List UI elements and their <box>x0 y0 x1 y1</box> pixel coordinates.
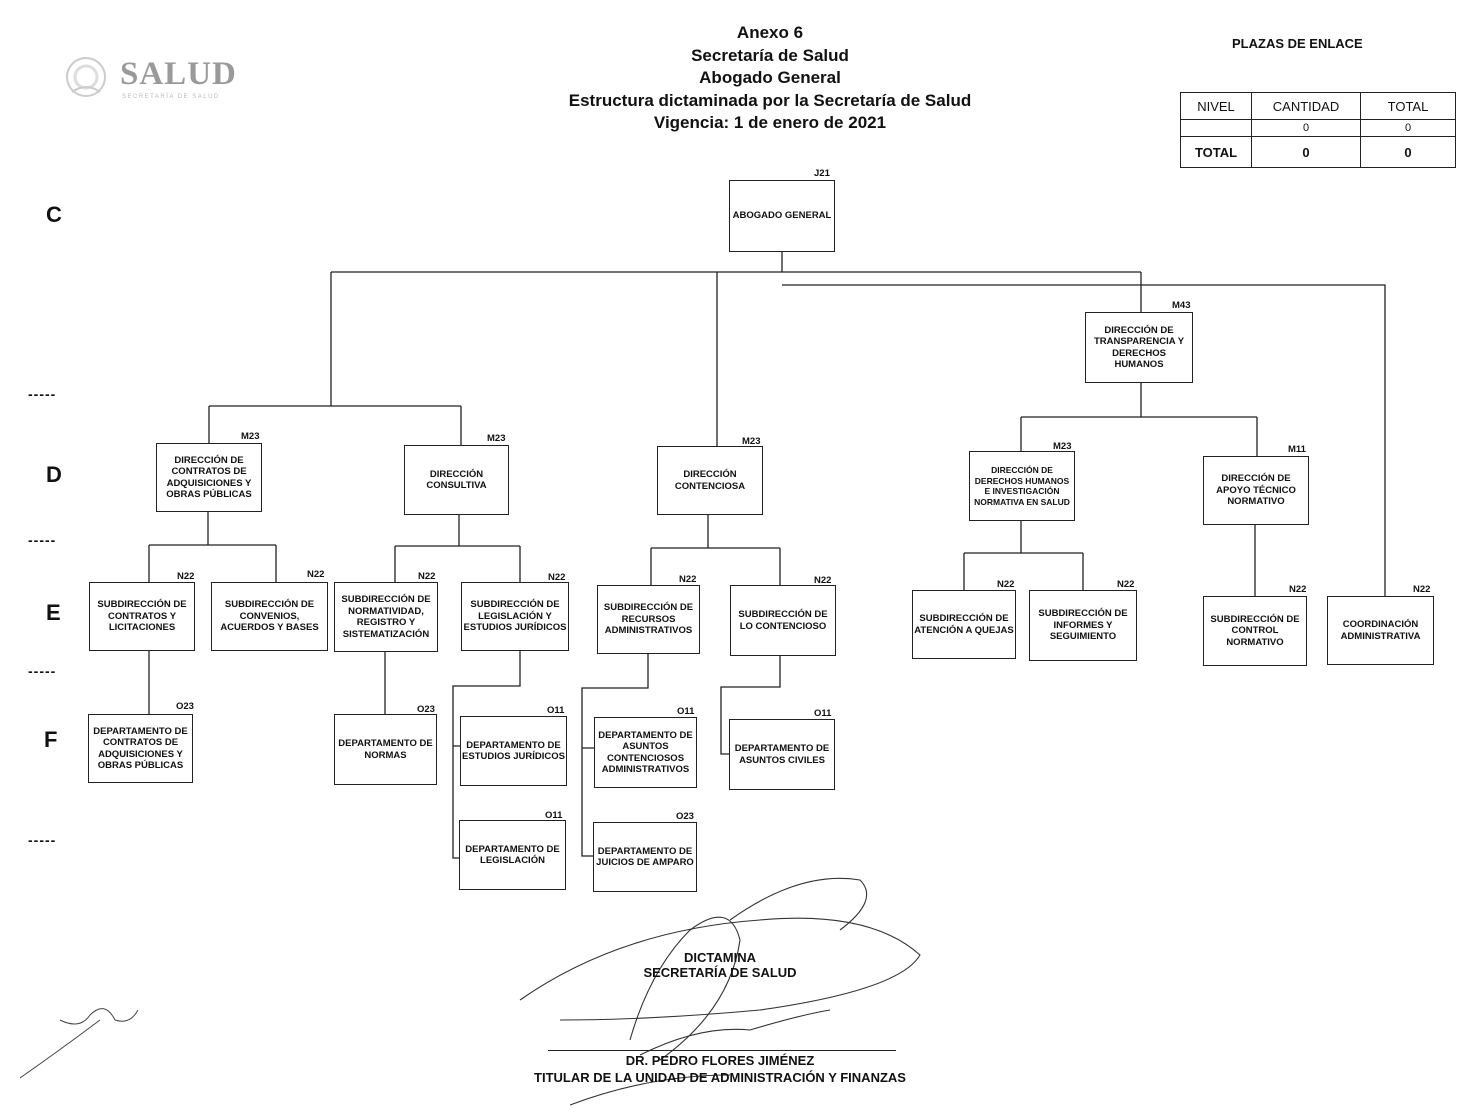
node-code: O11 <box>677 706 695 717</box>
signature-scribble-icon <box>519 877 921 1106</box>
signatory-role: TITULAR DE LA UNIDAD DE ADMINISTRACIÓN Y… <box>534 1070 906 1085</box>
org-node: DEPARTAMENTO DE ESTUDIOS JURÍDICOS <box>460 716 567 786</box>
org-node: COORDINACIÓN ADMINISTRATIVA <box>1327 596 1434 665</box>
title-line-2: Secretaría de Salud <box>691 45 849 65</box>
level-d: D <box>46 462 62 487</box>
node-code: M23 <box>241 431 260 442</box>
org-node: DEPARTAMENTO DE CONTRATOS DE ADQUISICION… <box>88 714 193 783</box>
org-node: SUBDIRECCIÓN DE ATENCIÓN A QUEJAS <box>912 590 1016 659</box>
title-line-5: Vigencia: 1 de enero de 2021 <box>653 113 887 132</box>
coat-of-arms-icon <box>66 57 106 97</box>
title-line-1: Anexo 6 <box>736 23 804 42</box>
org-node: DEPARTAMENTO DE NORMAS <box>334 714 437 785</box>
connector <box>208 405 462 445</box>
connector <box>720 656 781 755</box>
connector <box>330 252 1386 596</box>
node-code: N22 <box>177 571 195 582</box>
level-f: F <box>44 727 58 752</box>
org-node: SUBDIRECCIÓN DE NORMATIVIDAD, REGISTRO Y… <box>334 582 438 652</box>
node-code: O11 <box>814 708 832 719</box>
node-code: N22 <box>679 574 697 585</box>
total-cantidad: 0 <box>1251 136 1361 168</box>
org-node: ABOGADO GENERAL <box>729 180 835 252</box>
level-e: E <box>46 600 61 625</box>
connector <box>1020 383 1258 456</box>
initials-scribble-icon <box>20 1008 139 1079</box>
node-code: O11 <box>547 705 565 716</box>
node-code: M23 <box>742 436 761 447</box>
level-separator: ----- <box>28 532 57 548</box>
node-code: N22 <box>548 572 566 583</box>
node-code: M11 <box>1288 444 1306 455</box>
org-node: DIRECCIÓN CONSULTIVA <box>404 445 509 515</box>
node-code: O23 <box>176 701 194 712</box>
node-code: M23 <box>1053 441 1072 452</box>
connector <box>394 515 521 582</box>
title-line-4: Estructura dictaminada por la Secretaría… <box>568 90 972 110</box>
org-node: SUBDIRECCIÓN DE LEGISLACIÓN Y ESTUDIOS J… <box>461 582 569 651</box>
title-line-3: Abogado General <box>699 68 841 87</box>
logo-subtext: SECRETARÍA DE SALUD <box>122 94 220 100</box>
signature-line <box>548 1050 896 1051</box>
signature-dictamina: DICTAMINA <box>684 950 756 965</box>
node-code: N22 <box>307 569 325 580</box>
org-node: SUBDIRECCIÓN DE INFORMES Y SEGUIMIENTO <box>1029 590 1137 661</box>
document-title: Anexo 6 Secretaría de Salud Abogado Gene… <box>420 22 1120 135</box>
total-total: 0 <box>1360 136 1456 168</box>
signatory-name: DR. PEDRO FLORES JIMÉNEZ <box>625 1053 815 1068</box>
org-node: DEPARTAMENTO DE JUICIOS DE AMPARO <box>593 822 697 892</box>
org-node: DIRECCIÓN CONTENCIOSA <box>657 446 763 515</box>
node-code: O23 <box>417 704 435 715</box>
node-code: N22 <box>1413 584 1431 595</box>
org-node: DEPARTAMENTO DE LEGISLACIÓN <box>459 820 566 890</box>
total-label: TOTAL <box>1180 136 1252 168</box>
connector <box>581 654 649 857</box>
connector <box>148 512 277 582</box>
level-separator: ----- <box>28 832 57 848</box>
org-node: DIRECCIÓN DE CONTRATOS DE ADQUISICIONES … <box>156 443 262 512</box>
node-code: N22 <box>997 579 1015 590</box>
signature-block: DICTAMINA SECRETARÍA DE SALUD <box>510 950 930 980</box>
signatory: DR. PEDRO FLORES JIMÉNEZ TITULAR DE LA U… <box>510 1052 930 1086</box>
org-node: SUBDIRECCIÓN DE RECURSOS ADMINISTRATIVOS <box>597 585 700 654</box>
org-node: DEPARTAMENTO DE ASUNTOS CONTENCIOSOS ADM… <box>594 717 697 788</box>
org-node: DIRECCIÓN DE DERECHOS HUMANOS E INVESTIG… <box>969 451 1075 521</box>
plazas-title: PLAZAS DE ENLACE <box>1232 36 1363 51</box>
level-c: C <box>46 202 62 227</box>
signature-org: SECRETARÍA DE SALUD <box>643 965 797 980</box>
node-code: O11 <box>545 810 563 821</box>
node-code: O23 <box>676 811 694 822</box>
org-node: DIRECCIÓN DE TRANSPARENCIA Y DERECHOS HU… <box>1085 312 1193 383</box>
org-node: DIRECCIÓN DE APOYO TÉCNICO NORMATIVO <box>1203 456 1309 525</box>
node-code: N22 <box>1289 584 1307 595</box>
node-code: M23 <box>487 433 506 444</box>
header-cantidad: CANTIDAD <box>1251 92 1361 120</box>
connector <box>963 521 1084 590</box>
connector <box>650 515 781 585</box>
org-node: SUBDIRECCIÓN DE LO CONTENCIOSO <box>730 585 836 656</box>
org-node: SUBDIRECCIÓN DE CONVENIOS, ACUERDOS Y BA… <box>211 582 328 651</box>
node-code: N22 <box>418 571 436 582</box>
header-total: TOTAL <box>1360 92 1456 120</box>
salud-logo: SALUD SECRETARÍA DE SALUD <box>58 52 278 102</box>
level-separator: ----- <box>28 663 57 679</box>
node-code: M43 <box>1172 300 1191 311</box>
connector <box>452 651 521 859</box>
level-separator: ----- <box>28 386 57 402</box>
node-code: J21 <box>814 168 830 179</box>
logo-text: SALUD <box>120 56 237 92</box>
org-node: SUBDIRECCIÓN DE CONTRATOS Y LICITACIONES <box>89 582 195 651</box>
plazas-table: NIVEL CANTIDAD TOTAL 0 0 TOTAL 0 0 <box>1180 92 1456 168</box>
node-code: N22 <box>814 575 832 586</box>
node-code: N22 <box>1117 579 1135 590</box>
org-node: DEPARTAMENTO DE ASUNTOS CIVILES <box>729 719 835 790</box>
org-node: SUBDIRECCIÓN DE CONTROL NORMATIVO <box>1203 596 1307 666</box>
